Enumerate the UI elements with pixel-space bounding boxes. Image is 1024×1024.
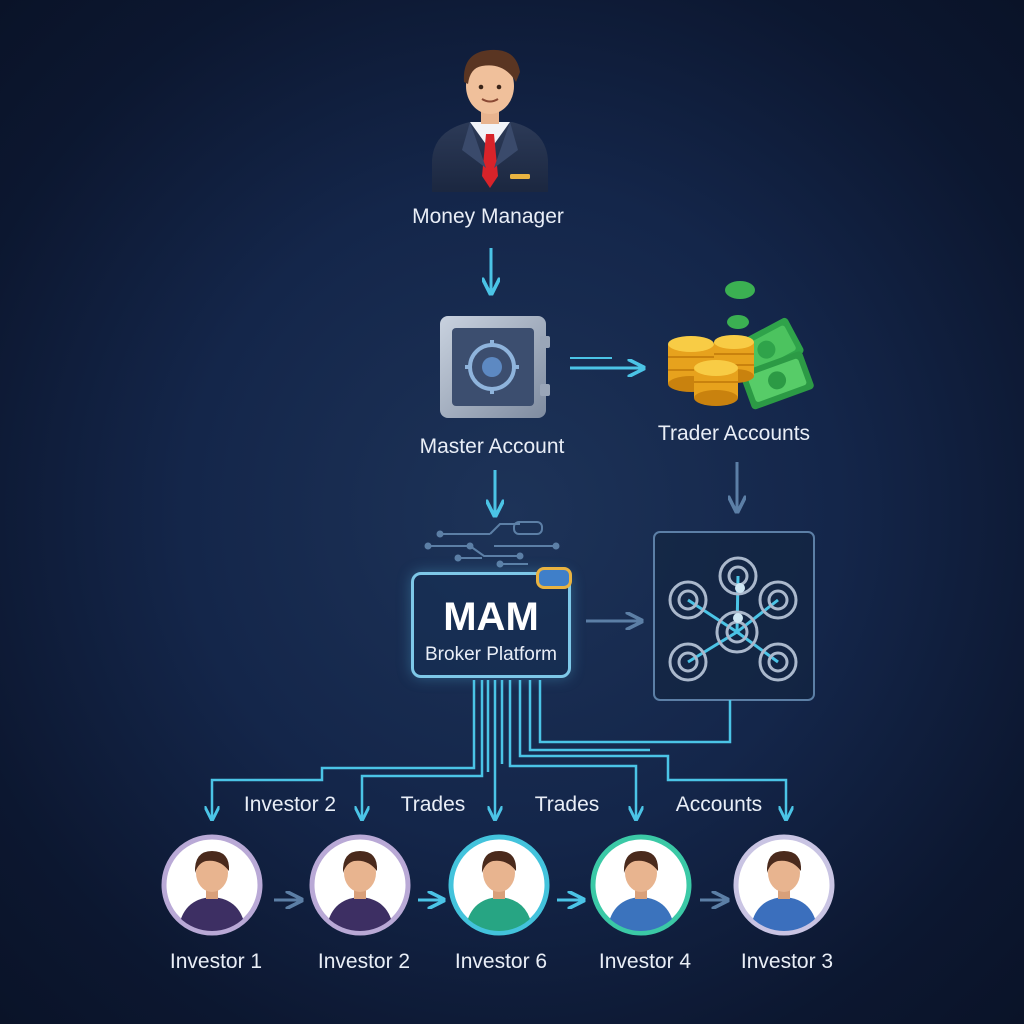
arrow-master-to-trader: [570, 357, 642, 368]
platform-badge: [536, 567, 572, 589]
master-account-label: Master Account: [419, 435, 565, 458]
money-manager-label: Money Manager: [412, 205, 564, 228]
investor-avatar-icon: [448, 834, 550, 936]
network-hub-icon: [653, 531, 815, 701]
circuit-traces-icon: [424, 521, 560, 568]
edge-label: Accounts: [675, 793, 763, 816]
connector-network-return: [538, 680, 732, 744]
trader-accounts-label: Trader Accounts: [657, 422, 811, 445]
investor-avatar-icon: [309, 834, 411, 936]
safe-icon: [440, 316, 550, 418]
edge-label: Investor 2: [243, 793, 337, 816]
mam-platform-box: MAM Broker Platform: [411, 567, 572, 678]
coins-cash-icon: [668, 281, 814, 410]
investor-label: Investor 4: [598, 950, 692, 973]
platform-subtitle: Broker Platform: [425, 644, 557, 665]
investor-avatar-icon: [733, 834, 835, 936]
platform-title: MAM: [443, 595, 539, 639]
investor-label: Investor 6: [454, 950, 548, 973]
investor-avatar-icon: [590, 834, 692, 936]
edge-label: Trades: [400, 793, 466, 816]
money-manager-icon: [432, 49, 548, 192]
investor-label: Investor 1: [169, 950, 263, 973]
investor-label: Investor 2: [317, 950, 411, 973]
investor-label: Investor 3: [740, 950, 834, 973]
distribution-lines: [212, 680, 786, 818]
investor-avatar-icon: [161, 834, 263, 936]
investors-row: [161, 834, 835, 936]
edge-label: Trades: [534, 793, 600, 816]
